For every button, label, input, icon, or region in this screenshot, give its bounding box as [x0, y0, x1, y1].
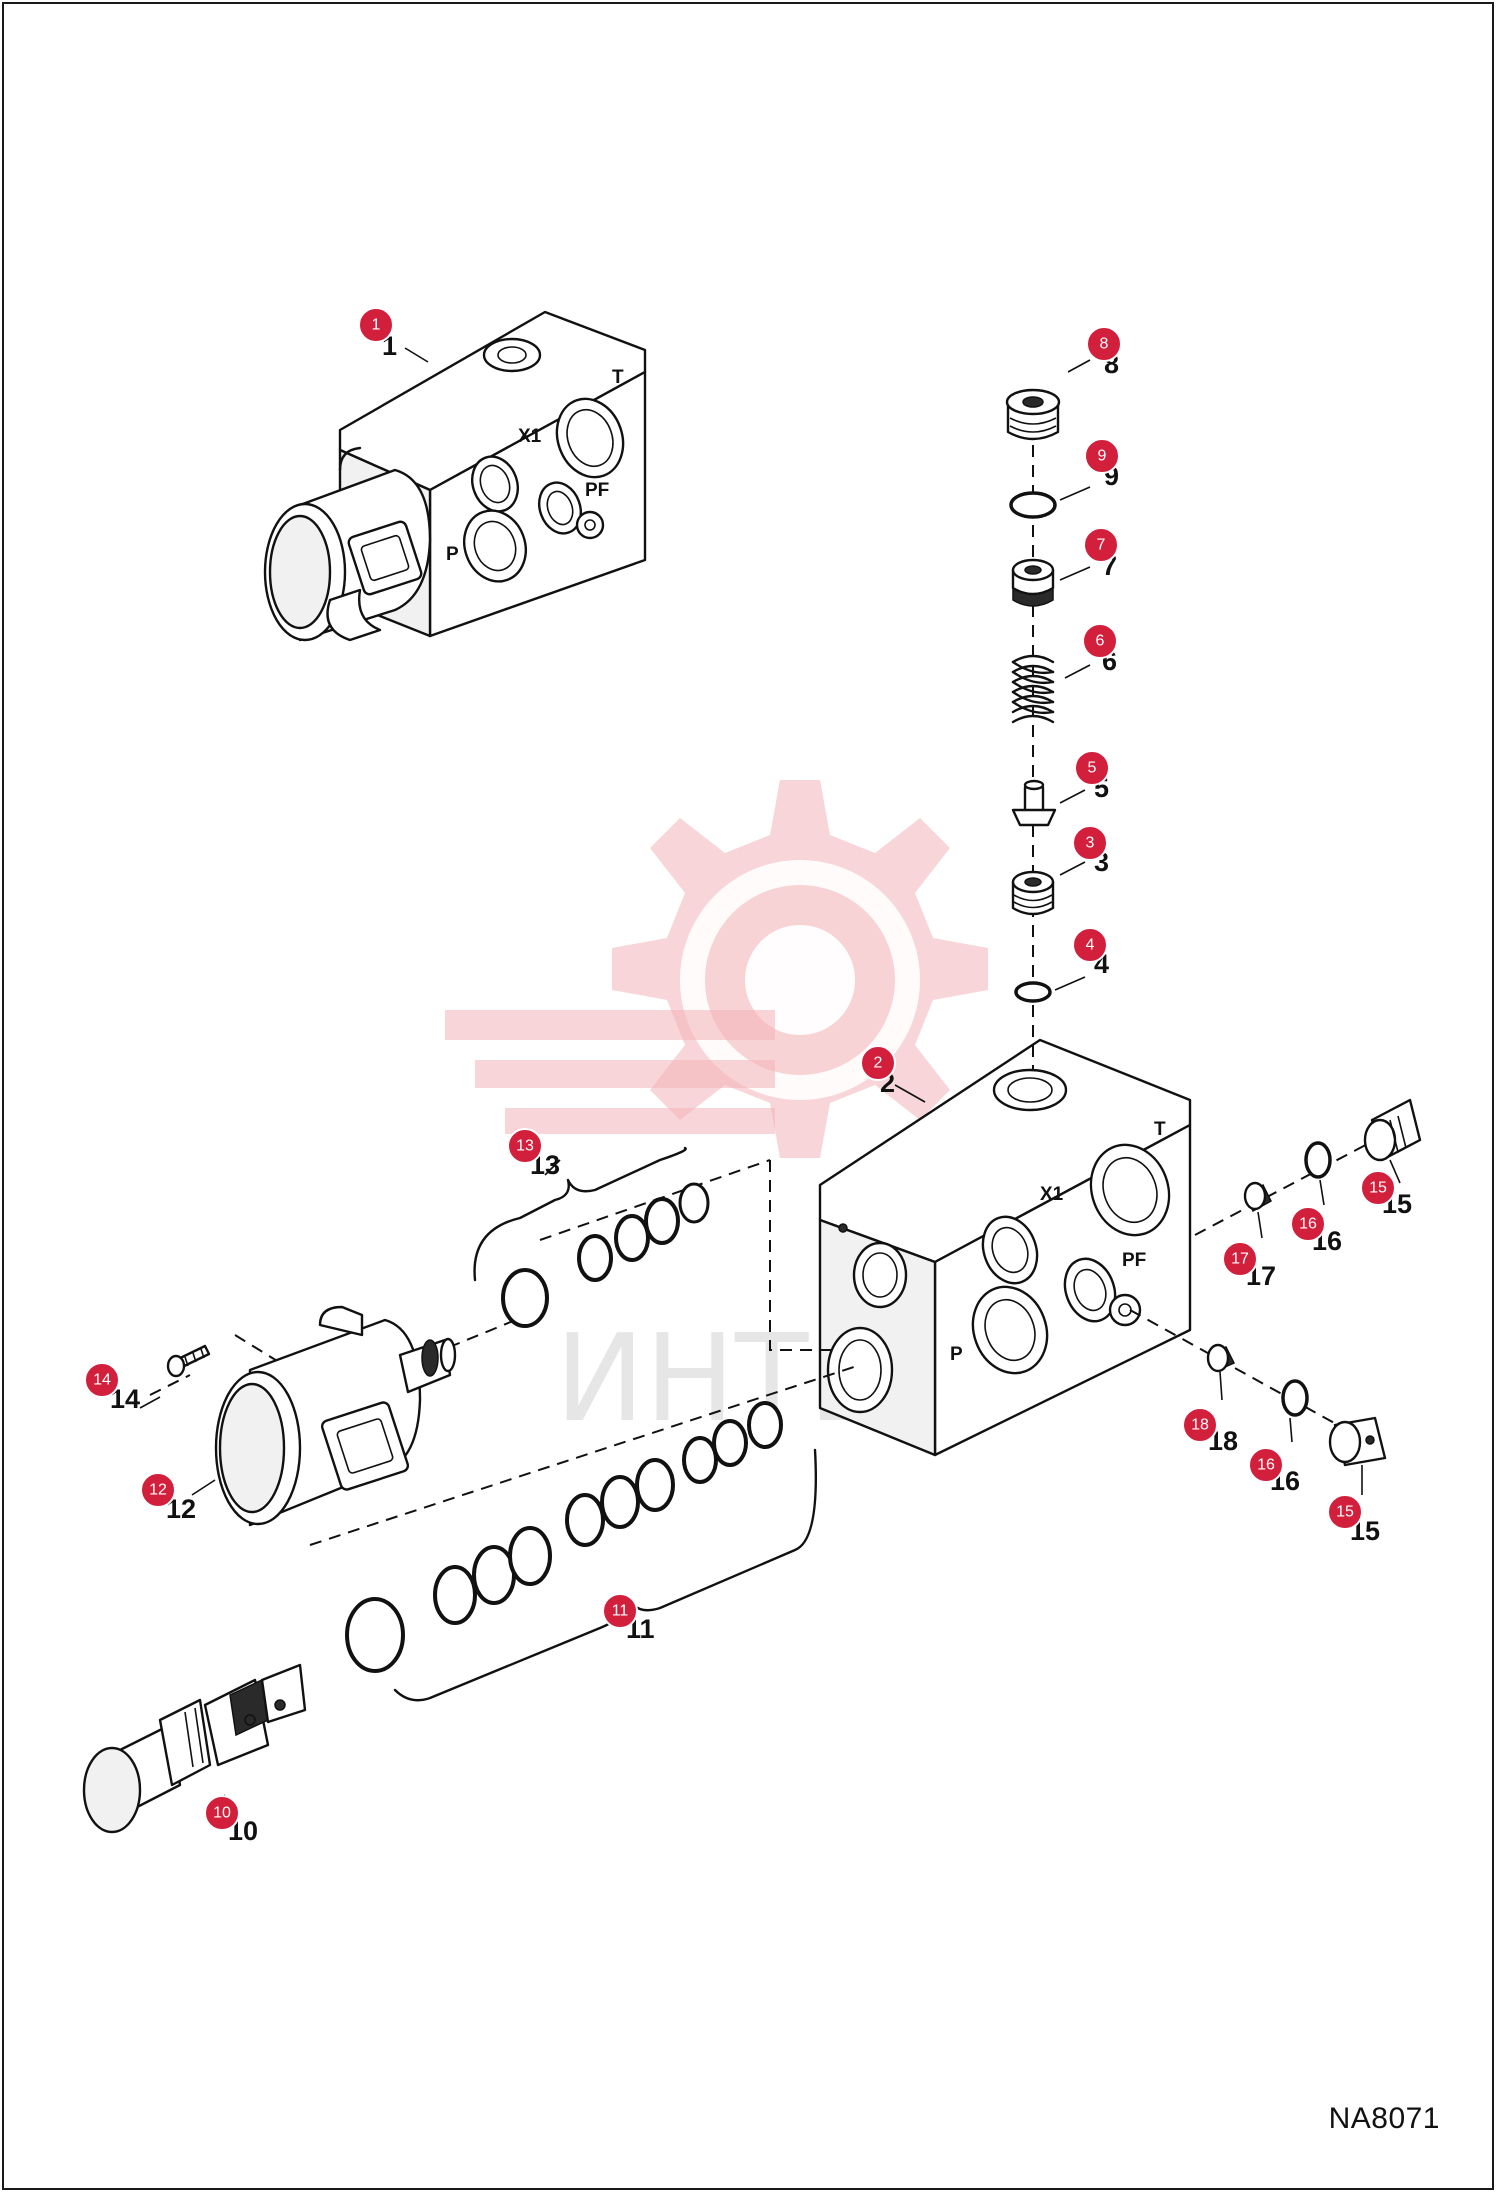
- callout-c18: 18 18: [1182, 1407, 1238, 1456]
- callout-c14: 14 14: [84, 1362, 140, 1414]
- assembled-valve: T X1 PF P: [263, 310, 647, 642]
- callout-c12: 12 12: [140, 1472, 196, 1524]
- body-port-label-x1: X1: [1040, 1184, 1064, 1205]
- svg-text:18: 18: [1191, 1417, 1209, 1434]
- svg-text:7: 7: [1097, 537, 1106, 554]
- svg-text:12: 12: [149, 1482, 167, 1499]
- callout-c8: 8 8: [1086, 326, 1122, 379]
- callout-c16a: 16 16: [1290, 1206, 1342, 1256]
- body-port-label-p: P: [950, 1344, 963, 1365]
- callout-c15a: 15 15: [1360, 1170, 1412, 1219]
- callout-c17: 17 17: [1222, 1241, 1276, 1291]
- callout-c2: 2 2: [860, 1045, 896, 1098]
- port-label-x1: X1: [518, 426, 542, 447]
- svg-text:2: 2: [874, 1055, 883, 1072]
- svg-text:15: 15: [1369, 1180, 1387, 1197]
- callout-c3: 3 3: [1072, 825, 1109, 877]
- callout-c10: 10 10: [204, 1795, 258, 1846]
- svg-text:10: 10: [213, 1805, 231, 1822]
- svg-text:1: 1: [372, 317, 381, 334]
- callout-c9: 9 9: [1084, 438, 1120, 491]
- svg-text:16: 16: [1257, 1457, 1275, 1474]
- svg-text:9: 9: [1098, 448, 1107, 465]
- callout-c15b: 15 15: [1327, 1494, 1380, 1546]
- svg-text:4: 4: [1086, 937, 1095, 954]
- svg-text:5: 5: [1088, 760, 1097, 777]
- svg-text:8: 8: [1100, 336, 1109, 353]
- callout-c11: 11 11: [602, 1593, 655, 1644]
- svg-text:6: 6: [1096, 633, 1105, 650]
- valve-body: T X1 PF P: [818, 1038, 1192, 1457]
- right-plugs: [1129, 1098, 1422, 1467]
- svg-text:3: 3: [1086, 835, 1095, 852]
- callout-c5: 5 5: [1074, 750, 1110, 803]
- port-label-t: T: [612, 367, 624, 388]
- svg-text:14: 14: [93, 1372, 111, 1389]
- callout-c13: 13 13: [507, 1128, 560, 1180]
- drawing-reference-code: NA8071: [1328, 2102, 1440, 2135]
- left-assembly: [82, 1146, 861, 1834]
- svg-text:16: 16: [1299, 1216, 1317, 1233]
- body-port-label-pf: PF: [1122, 1250, 1146, 1271]
- callout-c16b: 16 16: [1248, 1447, 1300, 1496]
- callout-c4: 4 4: [1072, 927, 1109, 979]
- watermark-logo: [445, 780, 988, 1158]
- port-label-pf: PF: [585, 480, 609, 501]
- svg-text:11: 11: [612, 1603, 629, 1620]
- callout-c7: 7 7: [1083, 527, 1119, 581]
- callout-c6: 6 6: [1082, 623, 1118, 676]
- svg-text:13: 13: [516, 1138, 534, 1155]
- callout-c1: 1 1: [358, 307, 397, 361]
- svg-text:15: 15: [1336, 1504, 1354, 1521]
- svg-text:17: 17: [1231, 1251, 1249, 1268]
- leader-lines: [139, 347, 1401, 1811]
- port-label-p: P: [446, 544, 459, 565]
- body-port-label-t: T: [1154, 1119, 1166, 1140]
- relief-valve-stack: [1005, 388, 1061, 1070]
